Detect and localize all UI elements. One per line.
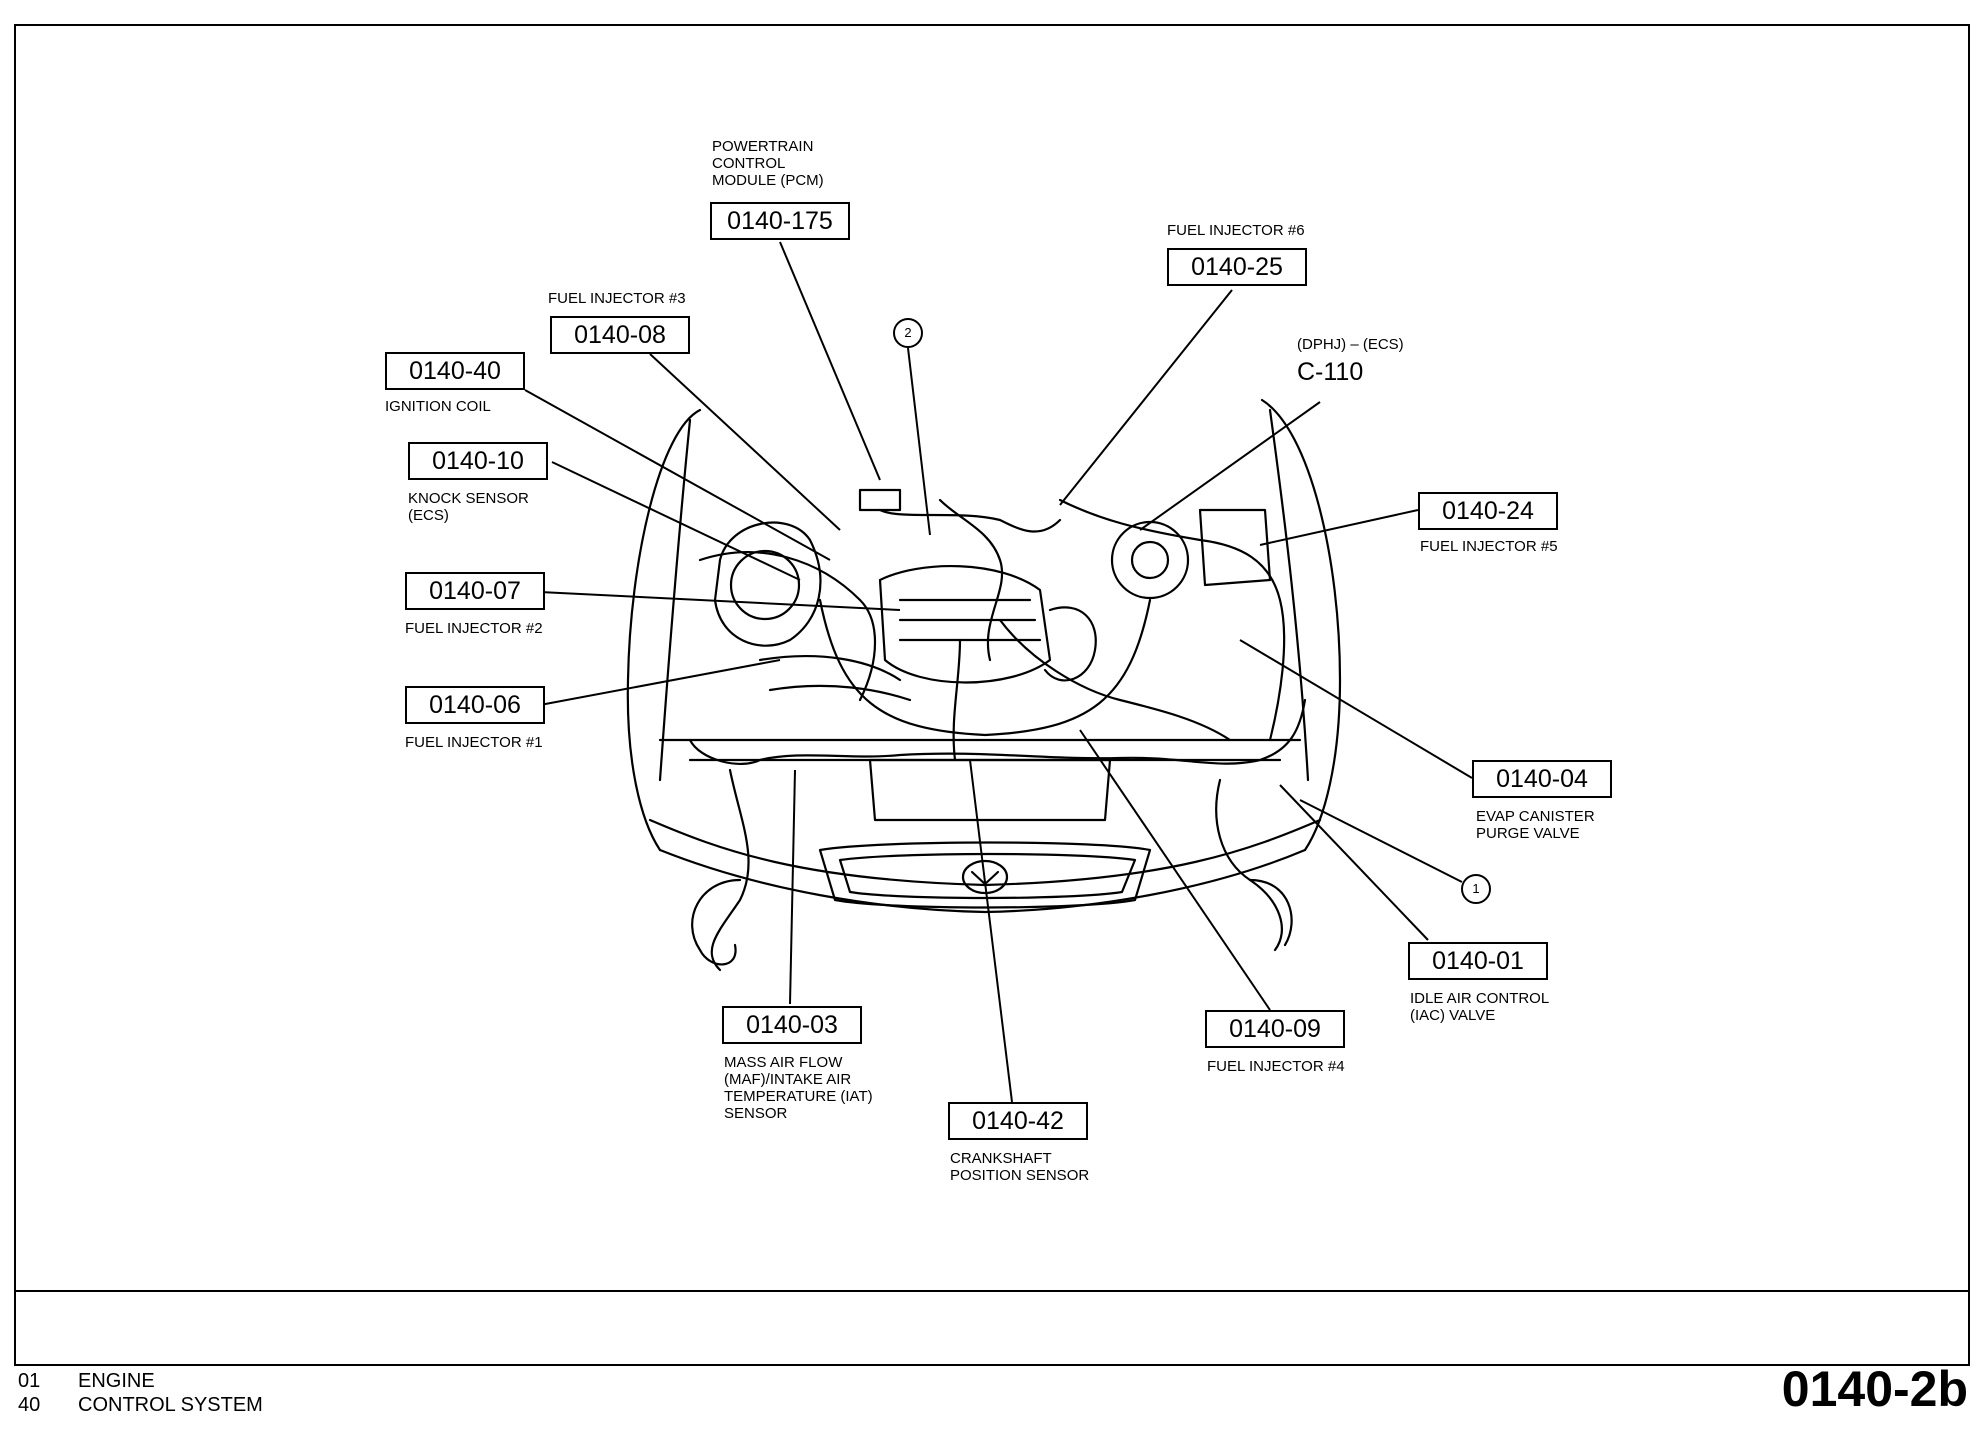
harness-right-loop [1248, 878, 1293, 947]
callout-box-crankshaft-sensor[interactable]: 0140-42 [948, 1102, 1088, 1140]
intake-plenum [878, 564, 1052, 684]
marker-2: 2 [893, 318, 923, 348]
callout-label-iac-valve: IDLE AIR CONTROL (IAC) VALVE [1410, 990, 1550, 1024]
callout-box-knock-sensor[interactable]: 0140-10 [408, 442, 548, 480]
pcm-box [858, 488, 902, 512]
leader-lines [524, 241, 1473, 1103]
left-hood-edge [658, 418, 692, 782]
callout-label-fuel-injector-5: FUEL INJECTOR #5 [1420, 538, 1558, 555]
pcm-harness [878, 508, 1062, 533]
air-cleaner-left [713, 521, 822, 647]
frame-divider [14, 1290, 1970, 1292]
left-fender-outline [626, 408, 702, 852]
grille-inner [838, 852, 1137, 900]
callout-box-maf-iat-sensor[interactable]: 0140-03 [722, 1006, 862, 1044]
harness-right-drop [1215, 778, 1283, 952]
radiator-support [658, 738, 1302, 762]
radiator [868, 758, 1112, 822]
harness-left-drop [710, 768, 750, 972]
harness-right-branch [1058, 498, 1286, 742]
intake-tube [758, 655, 912, 702]
callout-label-evap-purge-valve: EVAP CANISTER PURGE VALVE [1476, 808, 1595, 842]
callout-box-ignition-coil[interactable]: 0140-40 [385, 352, 525, 390]
callout-label-fuel-injector-4: FUEL INJECTOR #4 [1207, 1058, 1345, 1075]
marker-1: 1 [1461, 874, 1491, 904]
callout-box-evap-purge-valve[interactable]: 0140-04 [1472, 760, 1612, 798]
callout-label-knock-sensor: KNOCK SENSOR (ECS) [408, 490, 529, 524]
callout-box-pcm[interactable]: 0140-175 [710, 202, 850, 240]
callout-box-fuel-injector-6[interactable]: 0140-25 [1167, 248, 1307, 286]
battery [1198, 508, 1272, 587]
main-harness [688, 698, 1307, 765]
callout-box-fuel-injector-4[interactable]: 0140-09 [1205, 1010, 1345, 1048]
page-number: 0140-2b [1781, 1361, 1968, 1417]
callout-label-pcm: POWERTRAIN CONTROL MODULE (PCM) [712, 138, 824, 189]
footer-section-number-2: 40 [18, 1394, 41, 1416]
callout-box-fuel-injector-2[interactable]: 0140-07 [405, 572, 545, 610]
right-fender-outline [1260, 398, 1342, 852]
connector-label: (DPHJ) – (ECS) [1297, 336, 1404, 353]
grille-emblem [961, 859, 1009, 895]
callout-box-iac-valve[interactable]: 0140-01 [1408, 942, 1548, 980]
footer-section-title-1: ENGINE [78, 1370, 155, 1392]
callout-box-fuel-injector-1[interactable]: 0140-06 [405, 686, 545, 724]
callout-label-fuel-injector-6: FUEL INJECTOR #6 [1167, 222, 1305, 239]
brake-booster [1110, 520, 1190, 600]
callout-label-fuel-injector-2: FUEL INJECTOR #2 [405, 620, 543, 637]
callout-label-maf-iat-sensor: MASS AIR FLOW (MAF)/INTAKE AIR TEMPERATU… [724, 1054, 873, 1122]
callout-label-ignition-coil: IGNITION COIL [385, 398, 491, 415]
footer-section-number-1: 01 [18, 1370, 41, 1392]
engine-block [818, 598, 1152, 737]
connector-code: C-110 [1297, 358, 1364, 386]
diagram-frame [14, 24, 1970, 1366]
bumper-lower [658, 848, 1307, 914]
harness-upper [938, 498, 1004, 662]
throttle-body [1043, 606, 1097, 682]
callout-label-fuel-injector-3: FUEL INJECTOR #3 [548, 290, 686, 307]
callout-box-fuel-injector-5[interactable]: 0140-24 [1418, 492, 1558, 530]
right-hood-edge [1268, 408, 1310, 782]
callout-label-fuel-injector-1: FUEL INJECTOR #1 [405, 734, 543, 751]
footer-section-title-2: CONTROL SYSTEM [78, 1394, 263, 1416]
callout-box-fuel-injector-3[interactable]: 0140-08 [550, 316, 690, 354]
harness-left-branch [698, 551, 876, 702]
harness-left-loop [691, 878, 742, 966]
callout-label-crankshaft-sensor: CRANKSHAFT POSITION SENSOR [950, 1150, 1090, 1184]
grille-outer [818, 841, 1152, 909]
